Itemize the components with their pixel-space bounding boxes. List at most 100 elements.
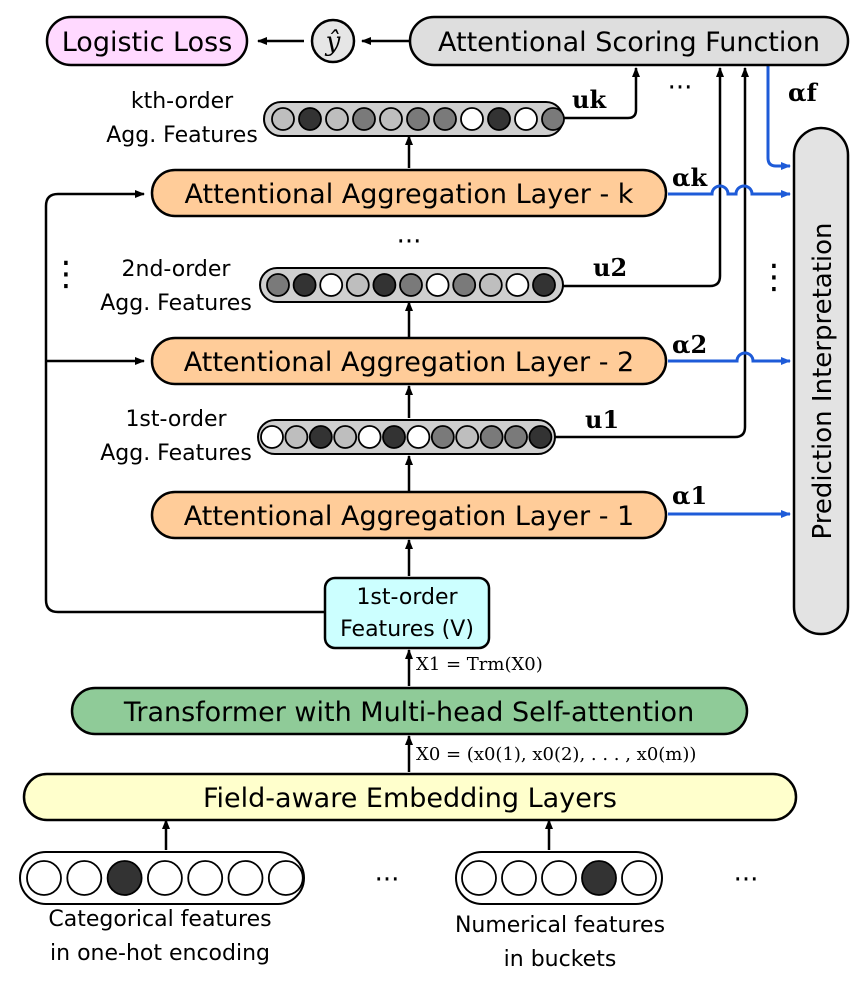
first-vector-node [333, 425, 358, 449]
second-features-line1: 2nd-order [122, 257, 232, 282]
second-vector-node [319, 273, 344, 297]
first-features-line1: 1st-order [125, 407, 227, 432]
kth-vector-node [325, 107, 349, 131]
transformer-label: Transformer with Multi-head Self-attenti… [123, 697, 694, 728]
kth-vector-node [406, 107, 430, 131]
y-hat-node [310, 18, 356, 64]
kth-vector-node [487, 107, 511, 131]
kth-vector-node [352, 107, 376, 131]
first-vector-node [455, 425, 480, 449]
mid-ellipsis: ··· [397, 227, 422, 257]
prediction-interpretation-box [792, 126, 850, 636]
second-vector-node [425, 273, 450, 297]
first-vector-node [357, 425, 382, 449]
alpha-2-label: α2 [672, 330, 707, 359]
first-vector-node [479, 425, 504, 449]
categorical-ellipsis: ··· [375, 865, 400, 895]
second-vector-node [478, 273, 503, 297]
numerical-vector-circles [461, 860, 657, 896]
first-order-box-line1: 1st-order [356, 585, 458, 610]
layer-2-box [150, 336, 668, 386]
layer-1-label: Attentional Aggregation Layer - 1 [184, 501, 634, 532]
second-vector-node [345, 273, 370, 297]
embedding-label: Field-aware Embedding Layers [203, 783, 617, 814]
numerical-vector-node [501, 860, 537, 896]
alpha-f-label: αf [788, 78, 818, 107]
kth-features-line1: kth-order [131, 89, 234, 114]
u-1-label: u1 [585, 405, 619, 434]
numerical-vector-node [621, 860, 657, 896]
arrow-v-to-layerk [44, 190, 325, 614]
alpha-1-label: α1 [672, 481, 707, 510]
prediction-interpretation-label: Prediction Interpretation [808, 222, 838, 539]
second-vector-node [266, 273, 290, 297]
first-vector-node [504, 425, 528, 449]
arrow-uk-to-scoring [563, 67, 640, 120]
second-vector-node [399, 273, 423, 297]
second-vector-node [532, 273, 556, 297]
top-ellipsis: ··· [668, 73, 693, 103]
first-features-line2: Agg. Features [100, 441, 252, 466]
first-vector-node [308, 425, 333, 449]
transformer-box [70, 686, 749, 736]
second-vector-node [372, 273, 397, 297]
first-order-features-box [323, 576, 491, 650]
categorical-vector-node [146, 860, 183, 896]
numerical-vector-node [581, 860, 617, 896]
scoring-function-label: Attentional Scoring Function [438, 27, 820, 58]
u-k-label: uk [572, 85, 607, 114]
kth-vector-node [433, 107, 457, 131]
kth-vector-node [541, 107, 565, 131]
y-hat-label: ŷ [325, 27, 341, 57]
arrow-u1-to-scoring [555, 67, 749, 439]
first-vector-node [528, 425, 553, 449]
arrow-alphaf-to-interpretation [766, 65, 791, 170]
first-vector-circles [260, 425, 553, 449]
layer-1-box [150, 490, 668, 540]
scoring-function-box [408, 15, 850, 67]
first-order-box-line2: Features (V) [340, 617, 474, 642]
kth-vector-node [379, 107, 403, 131]
first-vector-node [260, 425, 284, 449]
left-ellipsis: ⋮ [49, 254, 83, 294]
categorical-label-line2: in one-hot encoding [50, 941, 270, 966]
first-vector-node [382, 425, 406, 449]
second-vector-node [292, 273, 317, 297]
kth-features-line2: Agg. Features [106, 123, 258, 148]
kth-vector-node [271, 107, 295, 131]
categorical-vector-node [26, 860, 62, 896]
kth-vector-node [460, 107, 484, 131]
numerical-vector-node [541, 860, 577, 896]
u-2-label: u2 [593, 253, 627, 282]
layer-k-box [150, 168, 668, 218]
numerical-label-line2: in buckets [504, 947, 617, 972]
layer-2-label: Attentional Aggregation Layer - 2 [184, 347, 634, 378]
categorical-vector-node [267, 860, 304, 896]
second-vector-node [452, 273, 477, 297]
embedding-box [22, 772, 798, 822]
kth-vector-circles [271, 107, 565, 131]
arrow-alpha2-to-interpretation [668, 351, 791, 365]
first-vector-node [406, 425, 431, 449]
second-vector-node [505, 273, 530, 297]
categorical-vector-node [106, 860, 143, 896]
second-vector-circles [266, 273, 556, 297]
numerical-vector-node [461, 860, 497, 896]
alpha-k-label: αk [672, 163, 708, 192]
x0-equation: X0 = (x0(1), x0(2), . . . , x0(m)) [416, 744, 696, 765]
categorical-label-line1: Categorical features [48, 907, 271, 932]
layer-k-label: Attentional Aggregation Layer - k [185, 179, 634, 210]
numerical-label-line1: Numerical features [455, 913, 665, 938]
first-vector-node [430, 425, 455, 449]
blue-connectors [668, 65, 791, 518]
categorical-vector-node [227, 860, 264, 896]
categorical-vector-node [187, 860, 224, 896]
categorical-vector-node [66, 860, 103, 896]
logistic-loss-label: Logistic Loss [62, 27, 233, 58]
right-ellipsis: ⋮ [757, 257, 791, 297]
arrow-u2-to-scoring [563, 67, 724, 288]
x1-equation: X1 = Trm(X0) [416, 654, 543, 675]
second-features-line2: Agg. Features [100, 291, 252, 316]
